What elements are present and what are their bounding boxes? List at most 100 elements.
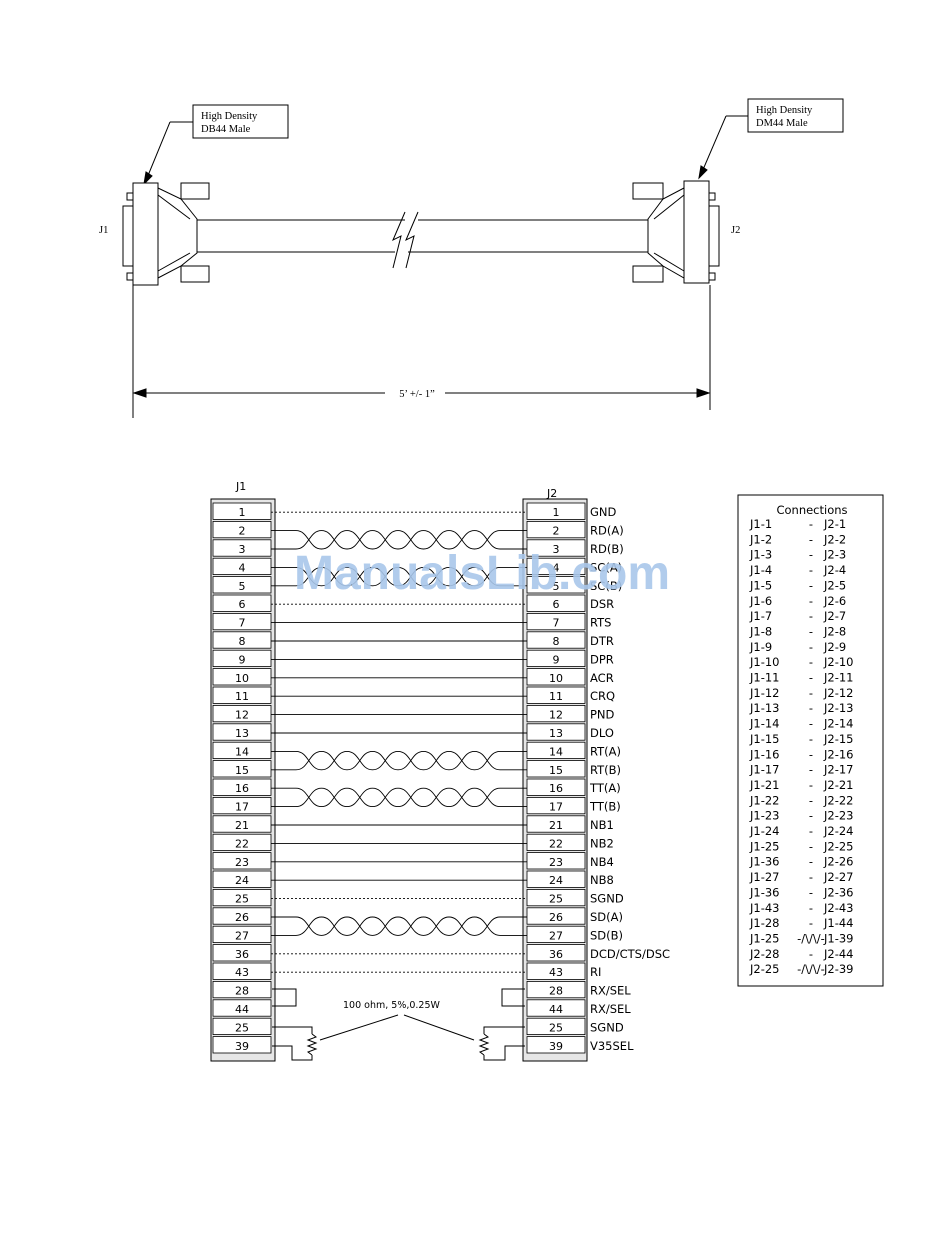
j1-pin-cell <box>212 631 272 649</box>
connection-separator: - <box>809 824 813 838</box>
connection-separator: - <box>809 624 813 638</box>
j2-pin-cell <box>526 833 586 852</box>
right-callout-arrow <box>701 115 727 173</box>
j1-pin-number: 2 <box>239 525 246 538</box>
connection-to: J2-16 <box>823 747 854 761</box>
connection-separator: - <box>809 640 813 654</box>
j2-pin-cell <box>526 981 586 999</box>
signal-name: TT(B) <box>589 800 621 814</box>
connection-from: J1-28 <box>749 916 780 930</box>
j1-pin-number: 3 <box>239 543 246 556</box>
connection-to: J1-44 <box>823 916 854 930</box>
connection-to: J2-10 <box>823 655 854 669</box>
connection-to: J2-44 <box>823 947 854 961</box>
j1-pin-number: 15 <box>235 764 249 777</box>
connection-separator: - <box>809 548 813 562</box>
j2-pin-cell <box>526 1017 586 1036</box>
signal-name: ACR <box>590 671 614 685</box>
signal-name: DPR <box>590 652 614 666</box>
j1-pin-number: 1 <box>239 506 246 519</box>
j2-pin-number: 1 <box>553 506 560 519</box>
j2-connector <box>632 180 720 284</box>
j1-pin-cell <box>212 686 272 704</box>
j1-pin-cell <box>212 668 272 686</box>
j2-pin-cell <box>526 521 586 539</box>
dimension-arrow-left-icon <box>132 388 147 398</box>
left-label-line1: High Density <box>201 111 258 122</box>
j1-header: J1 <box>235 480 246 493</box>
signal-name: DSR <box>590 597 614 611</box>
twisted-pair-wire <box>271 530 527 550</box>
j2-pin-number: 11 <box>549 690 563 703</box>
connection-from: J1-36 <box>749 855 780 869</box>
j1-pin-number: 5 <box>239 580 246 593</box>
left-arrowhead-icon <box>143 171 153 186</box>
right-resistor-icon <box>478 1033 490 1056</box>
connection-separator: - <box>809 885 813 899</box>
j1-pin-cell <box>212 576 272 594</box>
watermark-text: ManualsLib.com <box>294 547 670 600</box>
connection-to: J2-2 <box>823 532 846 546</box>
connection-from: J1-8 <box>749 624 772 638</box>
connection-separator: - <box>809 870 813 884</box>
left-label-line2: DB44 Male <box>201 124 251 135</box>
connection-separator: - <box>809 778 813 792</box>
right-label-box <box>747 98 844 133</box>
j1-pin-number: 22 <box>235 837 249 850</box>
j1-pin-cell <box>212 889 272 907</box>
signal-name: RT(B) <box>590 763 621 777</box>
signal-name: SGND <box>590 892 624 906</box>
j2-pin-cell <box>526 815 586 833</box>
signal-name: DTR <box>590 634 614 648</box>
connection-from: J1-22 <box>749 793 780 807</box>
j1-pin-number: 4 <box>239 561 246 574</box>
signal-name: RX/SEL <box>590 984 631 998</box>
j2-pin-cell <box>526 999 586 1017</box>
resistor-callout-right <box>403 1014 475 1041</box>
connection-separator: - <box>809 717 813 731</box>
connections-title: Connections <box>776 503 847 517</box>
connection-separator: - <box>809 793 813 807</box>
right-label-line1: High Density <box>756 105 813 116</box>
j1-pin-number: 25 <box>235 1021 249 1034</box>
connection-to: J2-22 <box>823 793 854 807</box>
j1-pin-cell <box>212 815 272 833</box>
signal-name: RX/SEL <box>590 1002 631 1016</box>
connection-to: J2-39 <box>823 962 854 976</box>
j1-pin-number: 7 <box>239 617 246 630</box>
j2-pin-number: 12 <box>549 709 563 722</box>
signal-name: TT(A) <box>589 781 621 795</box>
signal-name: RD(B) <box>590 542 624 556</box>
j2-pin-cell <box>526 852 586 870</box>
connection-separator: - <box>809 839 813 853</box>
connection-separator: - <box>809 901 813 915</box>
j1-pin-cell <box>212 852 272 870</box>
j1-pin-cell <box>212 557 272 576</box>
connection-from: J1-15 <box>749 732 780 746</box>
j1-pin-number: 21 <box>235 819 249 832</box>
j1-pin-number: 11 <box>235 690 249 703</box>
connection-from: J1-1 <box>749 517 772 531</box>
j2-pin-number: 44 <box>549 1003 563 1016</box>
j2-pin-number: 25 <box>549 893 563 906</box>
j1-connector <box>122 182 210 286</box>
connection-to: J2-26 <box>823 855 854 869</box>
j2-pin-cell <box>526 631 586 649</box>
left-resistor-icon <box>306 1033 318 1056</box>
j2-pin-cell <box>526 502 586 520</box>
j1-pin-cell <box>212 925 272 944</box>
signal-name: PND <box>590 708 615 722</box>
connection-to: J2-6 <box>823 594 846 608</box>
connection-to: J2-43 <box>823 901 854 915</box>
j1-pin-number: 13 <box>235 727 249 740</box>
connection-to: J2-7 <box>823 609 846 623</box>
j1-pin-cell <box>212 649 272 668</box>
j1-pin-number: 36 <box>235 948 249 961</box>
signal-name: RT(A) <box>590 744 621 758</box>
connection-separator: - <box>809 701 813 715</box>
j2-pin-cell <box>526 557 586 576</box>
j1-pin-cell <box>212 999 272 1017</box>
right-resistor-return <box>483 1045 525 1061</box>
connection-to: J2-9 <box>823 640 846 654</box>
dimension-arrow-right-icon <box>696 388 711 398</box>
